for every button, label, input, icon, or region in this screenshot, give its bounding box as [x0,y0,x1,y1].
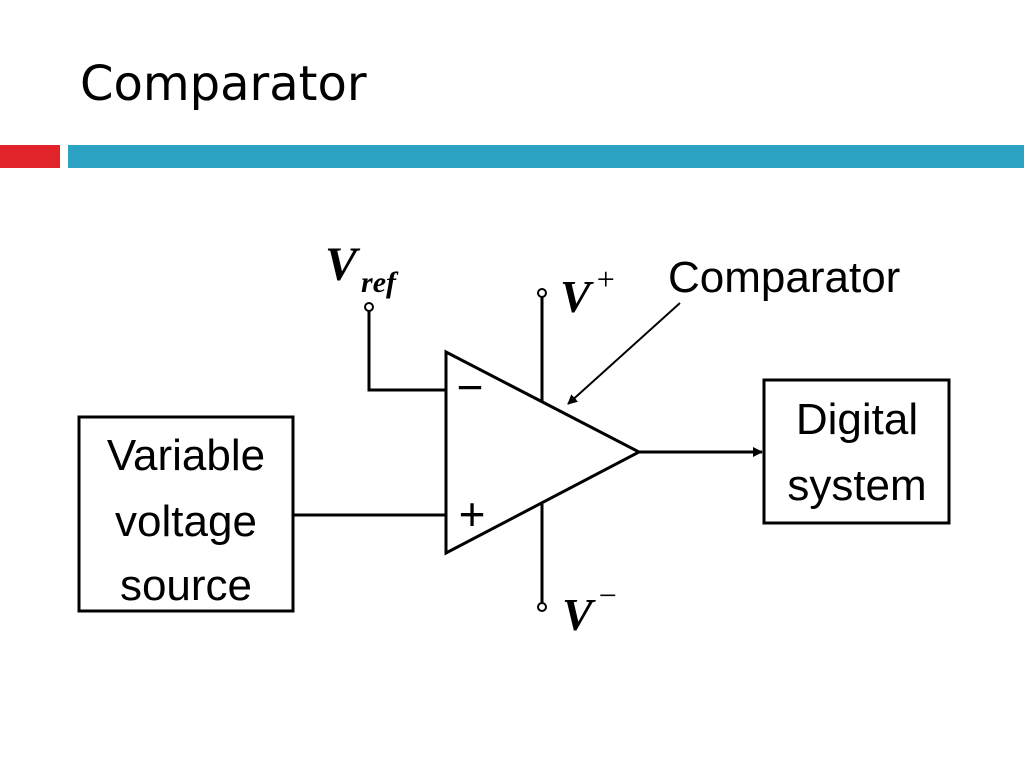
vplus-label: V+ [560,261,615,322]
digital-system-box [762,378,951,525]
slide-title: Comparator [80,56,367,112]
comparator-callout-arrow [567,302,681,405]
variable-voltage-source-box [77,415,295,613]
wire-vref-to-minus [367,311,446,392]
vplus-terminal [537,288,547,298]
digital-label-line-1: Digital [796,395,918,444]
vref-terminal [364,302,374,312]
source-label-line-2: voltage [115,497,257,546]
accent-bar-blue [68,145,1024,168]
digital-label-line-2: system [787,461,926,510]
accent-bar-red [0,145,60,168]
comparator-callout-label: Comparator [668,253,900,302]
vminus-terminal [537,602,547,612]
source-label-line-1: Variable [107,431,265,480]
opamp-minus-sign: − [457,361,484,413]
opamp-plus-sign: + [459,488,486,540]
source-label-line-3: source [120,561,252,610]
vminus-label: V− [562,577,617,640]
